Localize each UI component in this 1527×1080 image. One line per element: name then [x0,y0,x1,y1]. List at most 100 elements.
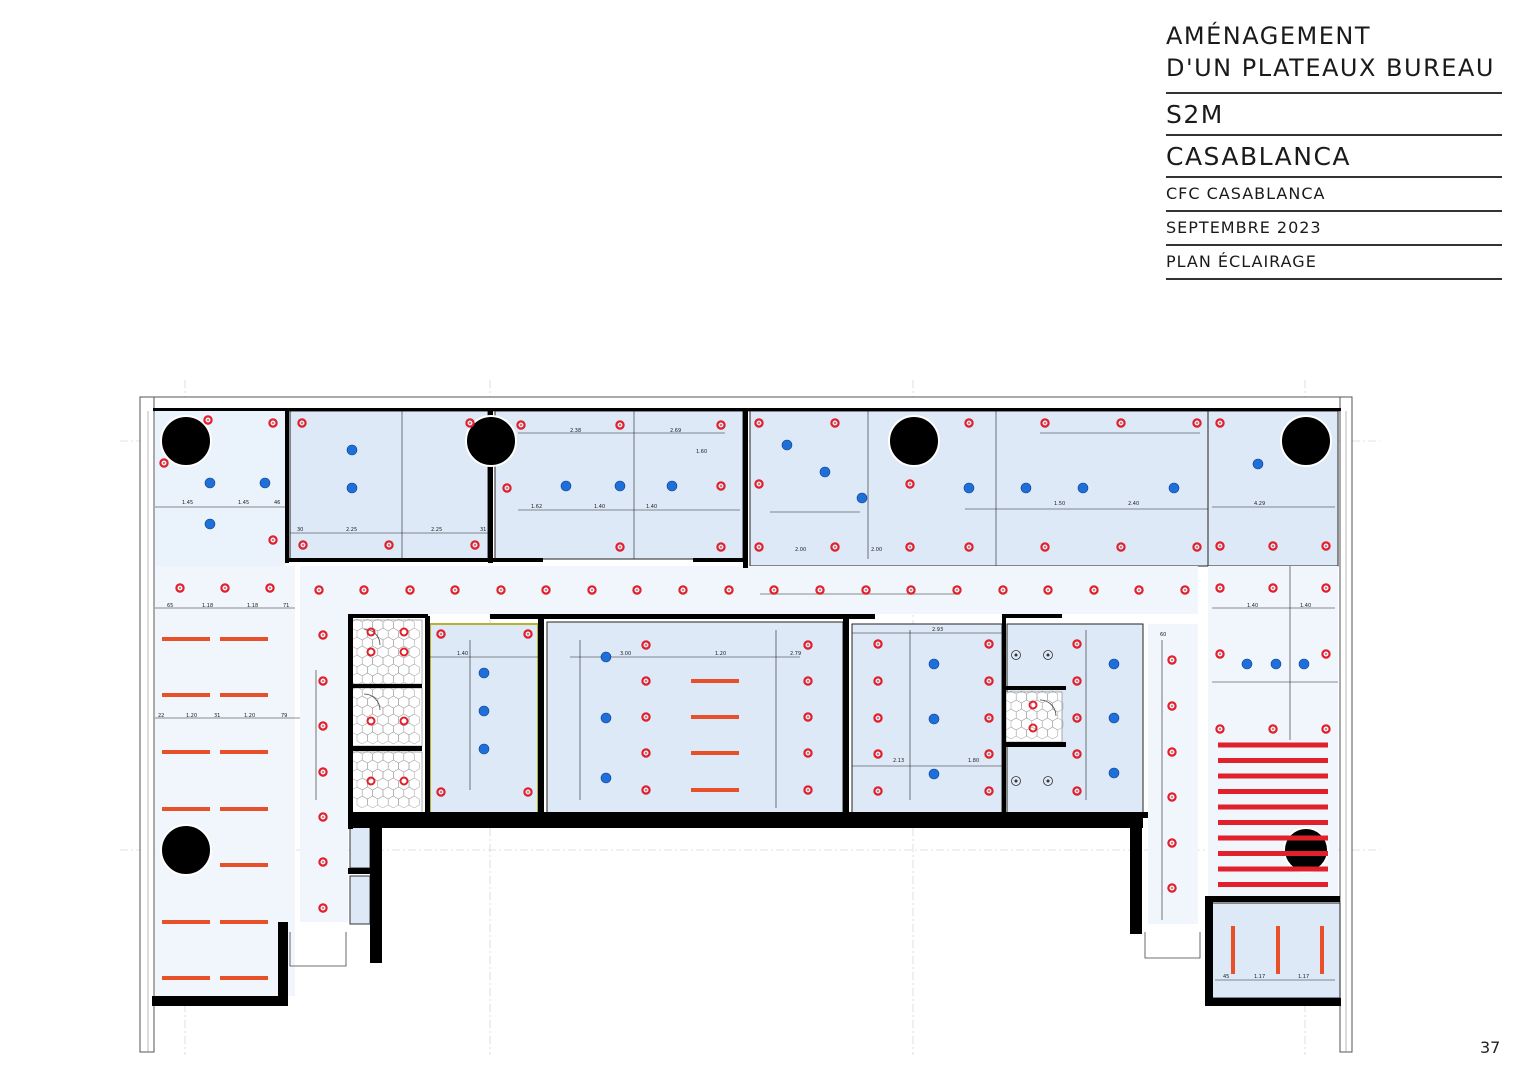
pendant-light [560,480,572,492]
downlight-center [728,589,730,591]
dimension-label: 22 [158,713,164,719]
linear-light [162,920,210,924]
dimension-label: 4.29 [1254,501,1265,507]
linear-light [691,679,739,683]
downlight-center [758,483,760,485]
downlight [1268,724,1278,734]
downlight-center [720,546,722,548]
downlight-center [773,589,775,591]
dimension-label: 1.20 [244,713,255,719]
downlight [318,676,328,686]
downlight [1167,655,1177,665]
pendant-lights [204,439,1310,784]
downlight-center [1325,728,1327,730]
downlight-center [988,680,990,682]
downlight-center [163,462,165,464]
downlight [1040,542,1050,552]
downlight [905,479,915,489]
downlight [436,629,446,639]
dimension-label: 1.60 [696,449,707,455]
downlight [587,585,597,595]
downlight [1167,838,1177,848]
wall-light-center [1046,653,1050,657]
downlight [830,542,840,552]
downlight [436,787,446,797]
downlight-center [968,546,970,548]
dimension-label: 30 [297,527,303,533]
downlight [905,542,915,552]
walls [152,408,1341,1006]
dimension-label: 1.20 [186,713,197,719]
downlight-center [1219,653,1221,655]
dimension-label: 45 [1223,974,1229,980]
downlight-center [469,422,471,424]
downlight-center [1171,705,1173,707]
linear-light [220,920,268,924]
linear-light [220,976,268,980]
downlight [384,540,394,550]
downlight-center [1076,680,1078,682]
downlight [1167,883,1177,893]
column [1280,415,1332,467]
downlight-center [207,419,209,421]
downlight-center [877,680,879,682]
dimension-label: 1.45 [238,500,249,506]
pendant-light [478,743,490,755]
sanitary-spot [399,716,409,726]
linear-light [691,788,739,792]
downlight [1180,585,1190,595]
downlight [523,787,533,797]
dimension-label: 2.69 [670,428,681,434]
pendant-light [259,477,271,489]
sanitary-spot [366,627,376,637]
downlight [716,420,726,430]
location: CFC CASABLANCA [1166,178,1502,212]
linear-light-strip [1218,820,1328,825]
downlight [724,585,734,595]
downlight-center [988,790,990,792]
downlight [1215,724,1225,734]
downlight [1043,585,1053,595]
downlight-center [877,790,879,792]
downlight-center [1272,587,1274,589]
downlight-center [388,544,390,546]
downlight-center [636,589,638,591]
downlight [615,542,625,552]
downlight [318,812,328,822]
downlight [678,585,688,595]
downlight-center [1219,587,1221,589]
downlight [754,418,764,428]
pendant-light [666,480,678,492]
dimension-label: 60 [1160,632,1166,638]
downlight-center [819,589,821,591]
downlight [203,415,213,425]
sanitary-spot [399,647,409,657]
downlight-center [807,752,809,754]
sanitary-spot [366,647,376,657]
pendant-light [1241,658,1253,670]
pendant-light [478,667,490,679]
downlight [984,676,994,686]
pendant-light [1168,482,1180,494]
downlight-center [909,483,911,485]
downlight [1089,585,1099,595]
downlight [830,418,840,428]
dimension-label: 1.17 [1254,974,1265,980]
downlight-center [968,422,970,424]
downlight [1072,713,1082,723]
doors [289,628,1201,967]
dimension-lines [155,411,1338,981]
downlight [1167,747,1177,757]
downlight-center [1219,422,1221,424]
downlight [1321,583,1331,593]
downlight-center [1171,842,1173,844]
downlight-center [1076,717,1078,719]
column [888,415,940,467]
downlight-center [272,539,274,541]
dimension-label: 1.40 [1247,603,1258,609]
downlight [265,583,275,593]
downlight-center [506,487,508,489]
downlight-center [1325,545,1327,547]
dimension-label: 3.00 [620,651,631,657]
